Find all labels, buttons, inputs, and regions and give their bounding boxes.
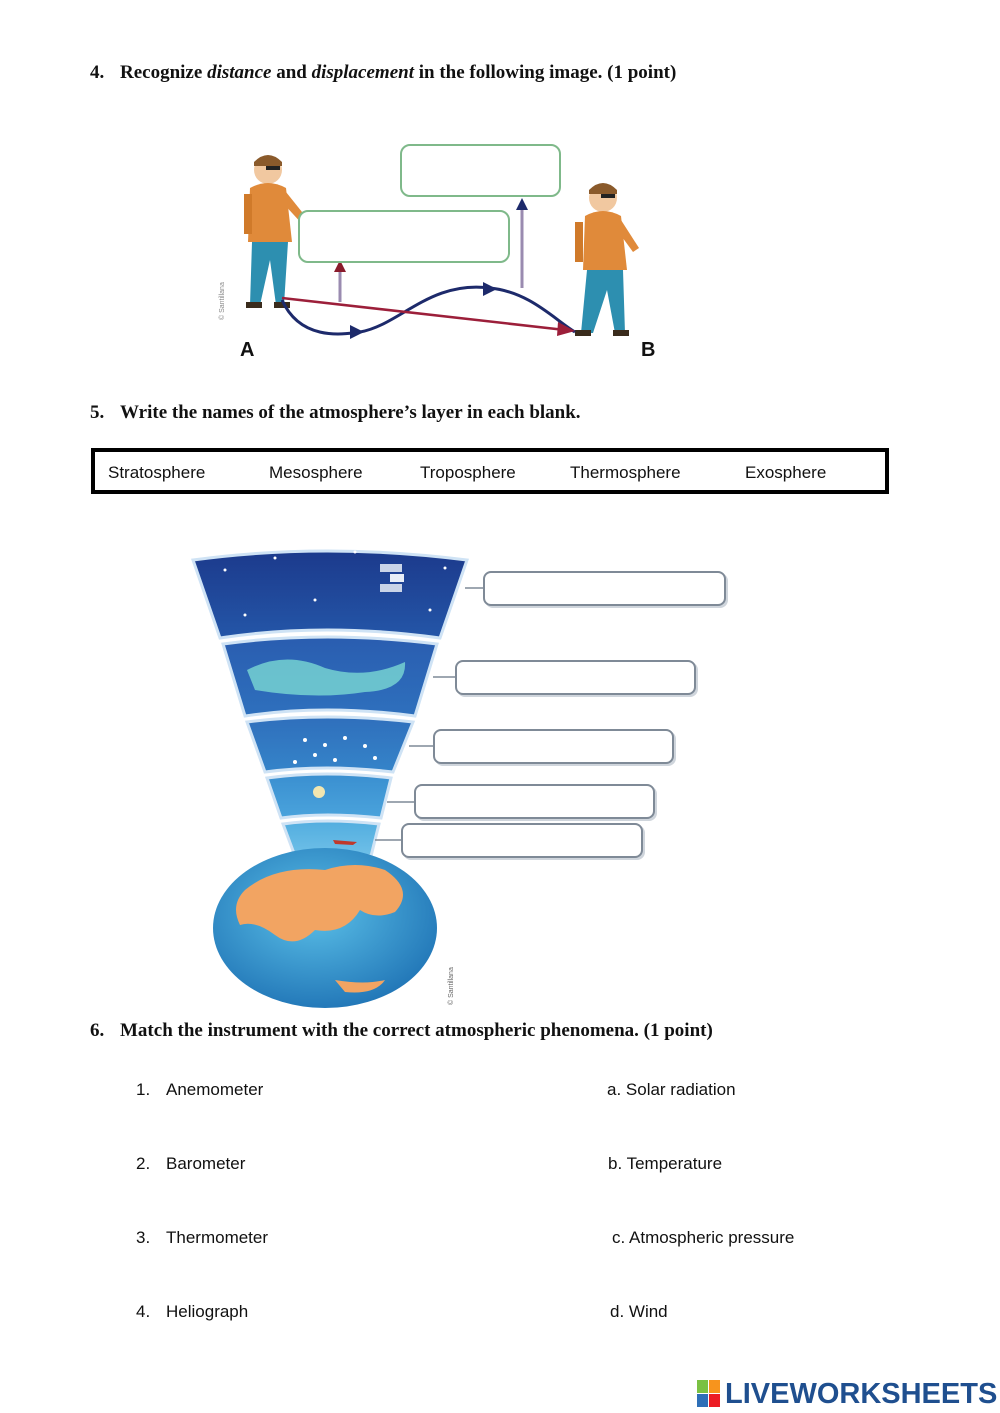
stratosphere-band bbox=[264, 772, 393, 820]
word-bank-item[interactable]: Thermosphere bbox=[570, 463, 681, 482]
question-number: 4. bbox=[90, 62, 105, 83]
weather-balloon-icon bbox=[313, 786, 325, 798]
phenomenon-item[interactable]: d. Wind bbox=[610, 1302, 668, 1321]
liveworksheets-logo[interactable]: LIVEWORKSHEETS bbox=[697, 1378, 997, 1410]
word-bank: Stratosphere Mesosphere Troposphere Ther… bbox=[91, 448, 889, 494]
point-a-label: A bbox=[240, 339, 254, 361]
answer-blank-layer-1[interactable] bbox=[483, 571, 726, 606]
instrument-item[interactable]: 3. Thermometer bbox=[136, 1228, 268, 1248]
airplane-icon bbox=[333, 840, 357, 845]
item-label: Thermometer bbox=[166, 1228, 269, 1247]
liveworksheets-badge-icon bbox=[697, 1380, 720, 1407]
question-4-heading: 4. Recognize distance and displacement in… bbox=[90, 62, 676, 84]
heading-text: Match the instrument with the correct at… bbox=[120, 1020, 713, 1041]
continent-shape bbox=[236, 865, 403, 942]
displacement-arrow bbox=[281, 296, 566, 332]
figure-credit: © Santillana bbox=[218, 282, 226, 320]
displacement-arrowhead bbox=[557, 322, 575, 336]
phenomenon-item[interactable]: c. Atmospheric pressure bbox=[612, 1228, 795, 1247]
answer-blank-displacement[interactable] bbox=[298, 210, 510, 263]
word-bank-item[interactable]: Stratosphere bbox=[108, 463, 206, 482]
star-dots bbox=[223, 550, 447, 617]
heading-text: Recognize bbox=[120, 62, 208, 83]
heading-text: in the following image. (1 point) bbox=[413, 62, 677, 83]
answer-blank-layer-2[interactable] bbox=[455, 660, 696, 695]
question-number: 5. bbox=[90, 402, 105, 423]
distance-displacement-figure: A B © Santillana bbox=[218, 155, 655, 361]
instrument-item[interactable]: 4. Heliograph bbox=[136, 1302, 248, 1322]
word-bank-item[interactable]: Mesosphere bbox=[269, 463, 363, 482]
answer-blank-distance[interactable] bbox=[400, 144, 561, 197]
instrument-item[interactable]: 1. Anemometer bbox=[136, 1080, 263, 1100]
heading-text: and bbox=[271, 62, 312, 83]
word-bank-item[interactable]: Exosphere bbox=[745, 463, 827, 482]
item-number: 4. bbox=[136, 1302, 151, 1321]
answer-blank-layer-3[interactable] bbox=[433, 729, 674, 764]
instrument-item[interactable]: 2. Barometer bbox=[136, 1154, 245, 1174]
question-5-heading: 5. Write the names of the atmosphere’s la… bbox=[90, 402, 581, 424]
path-arrowhead bbox=[350, 325, 364, 339]
heading-text: Write the names of the atmosphere’s laye… bbox=[120, 402, 581, 423]
logo-wordmark: LIVEWORKSHEETS bbox=[725, 1377, 998, 1410]
aurora-glow bbox=[247, 659, 406, 696]
answer-blank-layer-4[interactable] bbox=[414, 784, 655, 819]
question-6-heading: 6. Match the instrument with the correct … bbox=[90, 1020, 713, 1042]
word-bank-item[interactable]: Troposphere bbox=[420, 463, 516, 482]
pointer-arrowhead bbox=[334, 260, 346, 272]
item-label: Heliograph bbox=[166, 1302, 249, 1321]
phenomenon-item[interactable]: a. Solar radiation bbox=[607, 1080, 736, 1099]
phenomenon-item[interactable]: b. Temperature bbox=[608, 1154, 723, 1173]
distance-path bbox=[280, 285, 576, 336]
item-label: Anemometer bbox=[166, 1080, 264, 1099]
exosphere-band bbox=[190, 549, 470, 640]
item-number: 3. bbox=[136, 1228, 151, 1247]
satellite-icon bbox=[380, 564, 404, 592]
question-number: 6. bbox=[90, 1020, 105, 1041]
walker-b-illustration bbox=[575, 183, 639, 336]
figure-credit: © Santillana bbox=[447, 967, 455, 1005]
term-distance: distance bbox=[207, 62, 272, 83]
atmosphere-layers-figure: © Santillana bbox=[190, 549, 485, 1008]
point-b-label: B bbox=[641, 339, 655, 361]
continent-shape bbox=[335, 980, 385, 993]
term-displacement: displacement bbox=[311, 62, 414, 83]
answer-blank-layer-5[interactable] bbox=[401, 823, 643, 858]
path-arrowhead bbox=[483, 282, 497, 296]
pointer-arrowhead bbox=[516, 198, 528, 210]
item-number: 2. bbox=[136, 1154, 151, 1173]
meteor-streaks bbox=[293, 736, 377, 764]
mesosphere-band bbox=[244, 715, 416, 774]
item-label: Barometer bbox=[166, 1154, 246, 1173]
item-number: 1. bbox=[136, 1080, 151, 1099]
